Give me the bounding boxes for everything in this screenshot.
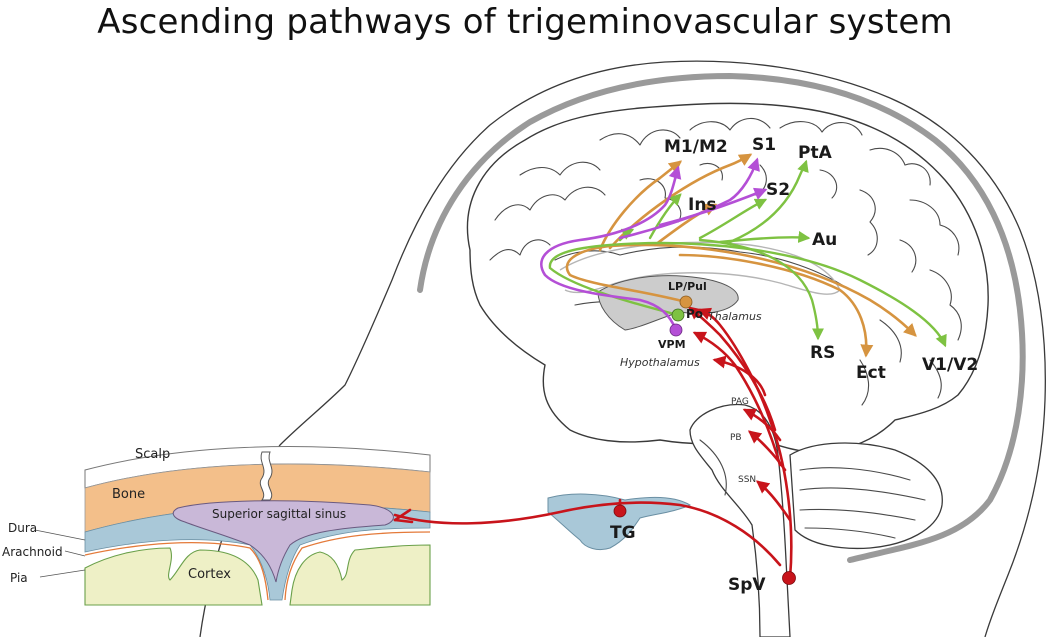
green-pathway [548, 159, 947, 348]
label-ins: Ins [688, 195, 717, 215]
label-spv: SpV [728, 575, 766, 595]
label-tg: TG [610, 523, 636, 543]
label-au: Au [812, 230, 837, 250]
label-ect: Ect [856, 363, 886, 383]
head-outline [199, 60, 1046, 637]
label-s2: S2 [766, 180, 790, 200]
label-ssn: SSN [738, 475, 756, 485]
label-pta: PtA [798, 143, 833, 163]
label-rs: RS [810, 343, 835, 363]
label-arachnoid: Arachnoid [2, 545, 63, 559]
brain [466, 102, 989, 637]
red-pathway [393, 306, 796, 585]
label-vpm: VPM [658, 338, 686, 351]
label-dura: Dura [8, 521, 37, 535]
po-node [671, 308, 685, 322]
arachnoid-layer [84, 542, 269, 601]
label-sinus: Superior sagittal sinus [212, 507, 346, 521]
sinus [172, 500, 394, 583]
label-hypothalamus: Hypothalamus [620, 356, 700, 369]
label-pag: PAG [731, 397, 749, 407]
vpm-node [669, 323, 683, 337]
purple-pathway [540, 157, 768, 337]
lp-pul-node [679, 295, 693, 309]
label-scalp: Scalp [135, 447, 170, 462]
label-v1v2: V1/V2 [922, 355, 978, 375]
diagram-title: Ascending pathways of trigeminovascular … [97, 2, 953, 42]
label-cortex: Cortex [188, 567, 231, 582]
spv-node [782, 571, 796, 585]
cortex-layer [84, 547, 263, 606]
label-po: Po [686, 307, 703, 321]
label-lp-pul: LP/Pul [668, 280, 707, 293]
label-bone: Bone [112, 487, 145, 502]
label-pb: PB [730, 433, 742, 443]
label-m1m2: M1/M2 [664, 137, 728, 157]
meninges-cross-section [34, 446, 431, 606]
label-s1: S1 [752, 135, 776, 155]
tg-node [613, 504, 627, 518]
label-thalamus: Thalamus [708, 310, 762, 323]
label-pia: Pia [10, 571, 28, 585]
